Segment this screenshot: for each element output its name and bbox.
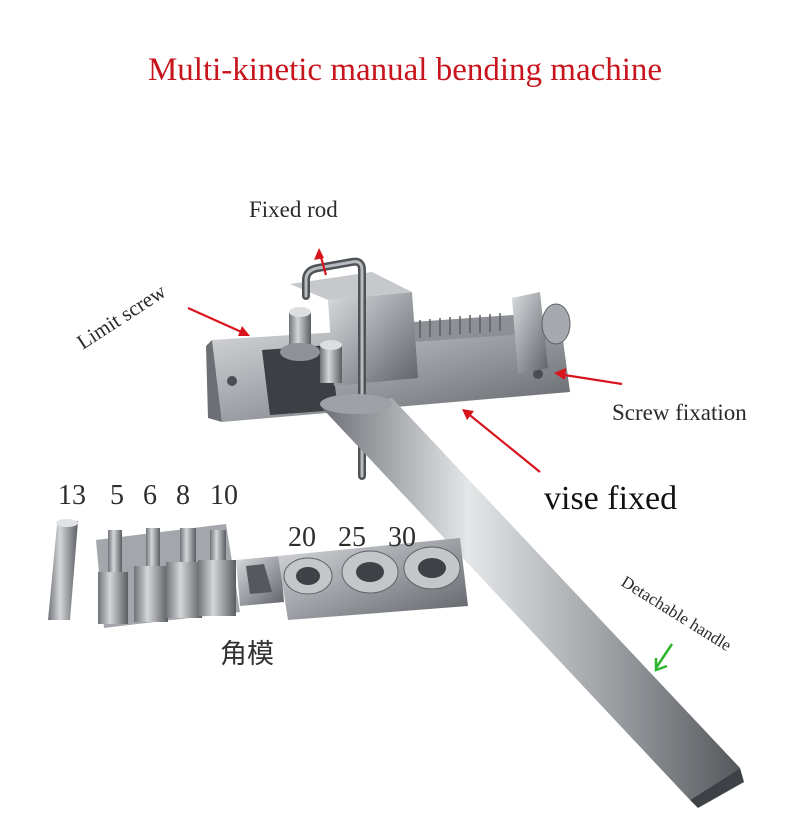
die-size-label: 13 <box>58 480 86 511</box>
die-size-label: 6 <box>143 480 157 511</box>
page-title: Multi-kinetic manual bending machine <box>147 52 663 88</box>
detachable-handle <box>320 394 744 808</box>
straight-rod-piece <box>48 519 78 620</box>
angle-die-plate <box>236 556 284 606</box>
angle-die-label: 角模 <box>220 639 274 670</box>
ring-die-size-label: 25 <box>338 522 366 553</box>
arrows <box>187 248 623 473</box>
ring-dies <box>278 538 468 620</box>
ring-die-size-label: 30 <box>388 522 416 553</box>
green-arrow <box>654 643 674 672</box>
fixed-rod-label: Fixed rod <box>249 197 338 222</box>
die-size-label: 8 <box>176 480 190 511</box>
stepped-dies <box>96 524 240 628</box>
screw-fixation-arrow <box>557 372 623 386</box>
ring-die-size-label: 20 <box>288 522 316 553</box>
vise-fixed-arrow <box>465 411 541 473</box>
limit-screw-arrow <box>187 306 247 336</box>
bending-pins <box>280 307 342 383</box>
die-size-label: 5 <box>110 480 124 511</box>
fixed-rod <box>302 257 366 480</box>
die-size-label: 10 <box>210 480 238 511</box>
vise-fixed-label: vise fixed <box>544 480 678 517</box>
screw-fixation-label: Screw fixation <box>612 400 747 425</box>
